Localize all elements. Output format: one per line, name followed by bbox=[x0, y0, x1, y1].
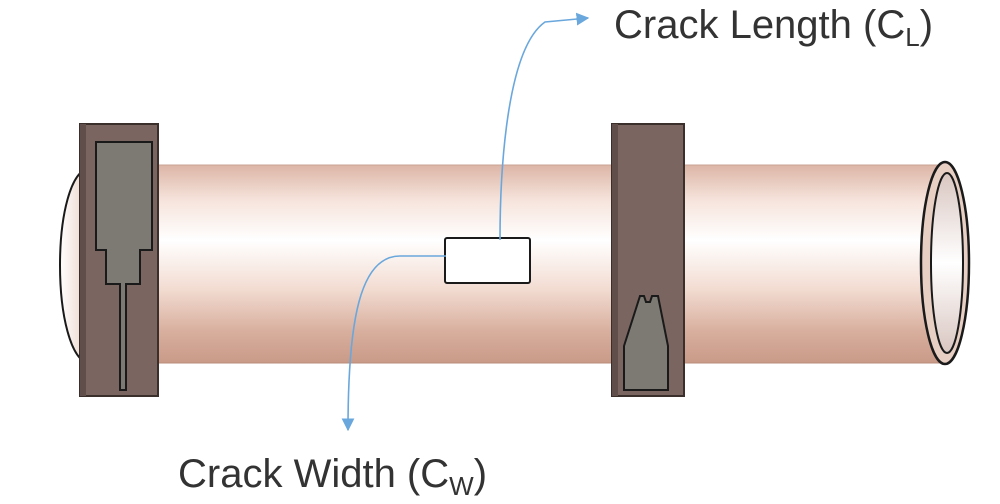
left-sensor-substrate bbox=[79, 123, 159, 397]
crack-width-label: Crack Width (CW) bbox=[178, 452, 487, 501]
right-patch-antenna bbox=[623, 295, 669, 391]
pipe-right-opening bbox=[919, 160, 971, 366]
crack-length-arrow bbox=[499, 12, 590, 241]
left-patch-antenna bbox=[95, 141, 153, 391]
crack bbox=[444, 237, 531, 284]
right-sensor-substrate bbox=[611, 123, 685, 397]
crack-length-label: Crack Length (CL) bbox=[614, 3, 933, 52]
crack-width-arrow bbox=[341, 255, 446, 432]
